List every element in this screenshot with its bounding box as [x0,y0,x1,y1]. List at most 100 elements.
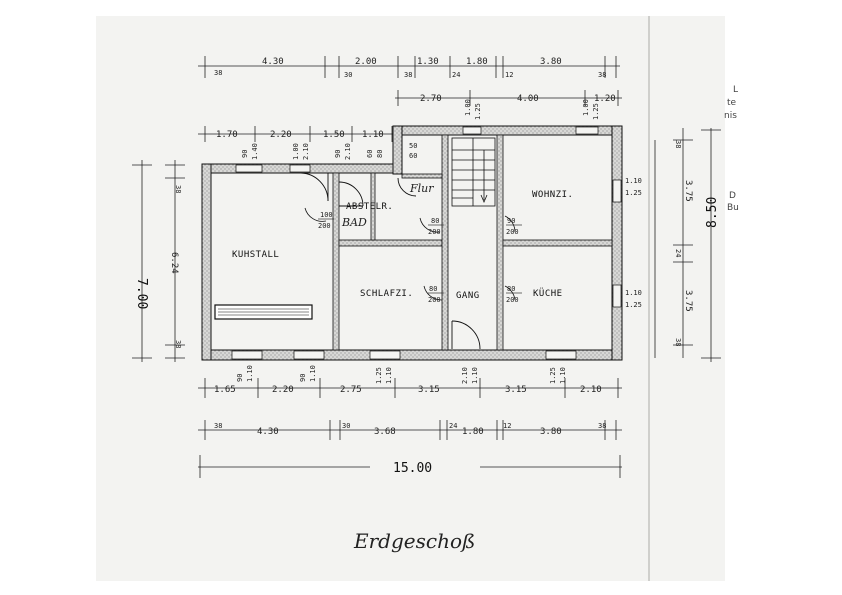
windows [231,126,622,360]
dim-bottom2: 4.30 [257,427,279,437]
window-label: 1.25 [592,103,600,120]
window-label-right: 1.10 [625,177,642,185]
edge-text: L [733,85,738,95]
door-size: 200 [318,222,331,230]
window-label: 1.10 [309,365,317,382]
dim-top: 1.80 [466,57,488,67]
window-labels-bottom: 90 1.10 90 1.10 1.25 1.10 2.10 1.10 1.25… [236,365,567,384]
window-label: 2.10 [461,367,469,384]
room-kuhstall: KUHSTALL [232,250,279,260]
dim-bottom: 1.65 [214,385,236,395]
window-label: 2.10 [302,143,310,160]
dim-top: 2.00 [355,57,377,67]
paper-fold [648,16,650,581]
dim-bottom: 2.10 [580,385,602,395]
window-label-right: 1.25 [625,189,642,197]
room-abstell: ABSTELR. [346,202,393,212]
left-dim: 7.00 [134,278,149,309]
edge-text: te [727,98,737,108]
window-label: 1.40 [251,143,259,160]
door-fraction-lines [318,218,522,294]
left-small: 38 [174,340,182,348]
edge-text: D [729,191,736,201]
door-size: 200 [428,228,441,236]
dim-top3: 2.20 [270,130,292,140]
side-dimension-lines [132,128,721,362]
left-dim: 6.24 [169,252,179,274]
window-label-right: 1.25 [625,301,642,309]
plan-caption: Erdgeschoß [353,529,475,553]
left-small: 38 [174,185,182,193]
dim-bottom: 3.15 [505,385,527,395]
dim-small: 30 [344,71,352,79]
dim-small: 38 [404,71,412,79]
dim-small: 38 [214,422,222,430]
feeding-trough [214,304,313,320]
window-label: 2.10 [344,143,352,160]
room-flur: Flur [409,182,434,195]
window-label: 90 [299,374,307,382]
dim-top3: 1.50 [323,130,345,140]
window-label: 1.25 [549,367,557,384]
window-label: 50 [409,142,417,150]
window-label: 80 [376,150,384,158]
window-label-right: 1.10 [625,289,642,297]
right-dim-total: 8.50 [705,197,720,228]
dim-bottom2: 3.80 [540,427,562,437]
door-size: 100 [320,211,333,219]
window-label: 90 [241,150,249,158]
window-label: 1.00 [292,143,300,160]
window-label: 1.00 [464,99,472,116]
window-label: 90 [334,150,342,158]
right-small: 38 [674,140,682,148]
staircase-icon [451,137,496,207]
dim-bottom: 2.20 [272,385,294,395]
window-label: 1.25 [375,367,383,384]
dim-bottom: 2.75 [340,385,362,395]
room-schlafzi: SCHLAFZI. [360,289,413,299]
door-size: 200 [506,228,519,236]
dim-small: 24 [452,71,460,79]
dim-top: 3.80 [540,57,562,67]
dim-small: 38 [598,71,606,79]
window-label: 1.10 [246,365,254,382]
window-labels-top: 90 1.40 1.00 2.10 90 2.10 60 50 60 80 1.… [241,99,600,160]
dim-small: 30 [342,422,350,430]
door-size: 200 [428,296,441,304]
dim-small: 38 [598,422,606,430]
window-label: 60 [409,152,417,160]
room-gang: GANG [456,291,480,301]
dim-top: 4.30 [262,57,284,67]
dim-bottom2: 3.68 [374,427,396,437]
dim-top: 1.30 [417,57,439,67]
bottom-dimension-lines [198,378,622,478]
right-dim: 3.75 [683,180,693,202]
edge-text: nis [724,111,737,121]
right-small: 24 [674,249,682,257]
door-size: 80 [429,285,437,293]
room-wohnzi: WOHNZI. [532,190,573,200]
door-size: 80 [431,217,439,225]
dim-bottom: 3.15 [418,385,440,395]
interior-walls [332,134,613,351]
door-size: 90 [507,217,515,225]
dim-small: 12 [503,422,511,430]
window-label: 1.25 [474,103,482,120]
window-label: 1.00 [582,99,590,116]
window-label: 1.10 [385,367,393,384]
dim-top3: 1.70 [216,130,238,140]
dim-bottom2: 1.80 [462,427,484,437]
door-swings [300,172,481,350]
right-small: 38 [674,338,682,346]
dim-top2: 2.70 [420,94,442,104]
door-size: 200 [506,296,519,304]
door-arrows [304,207,516,301]
dim-top3: 1.10 [362,130,384,140]
dim-small: 24 [449,422,457,430]
dim-top2: 1.20 [594,94,616,104]
edge-text: Bu [727,203,739,213]
window-label: 60 [366,150,374,158]
dim-small: 38 [214,69,222,77]
